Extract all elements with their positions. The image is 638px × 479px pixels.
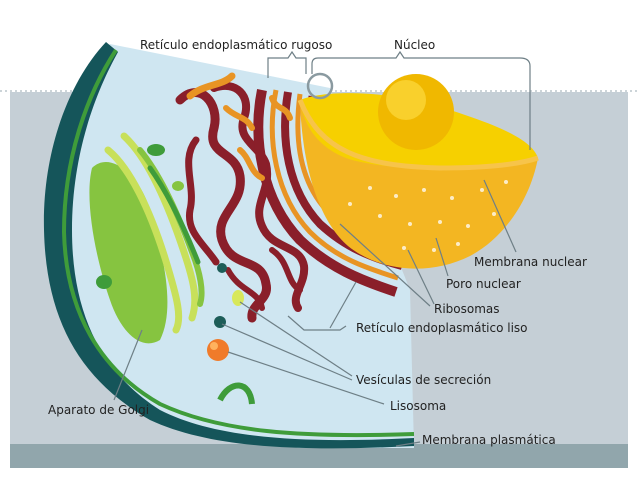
leader-nuclear-membrane: [483, 179, 517, 253]
plasma-membrane-outer: [43, 42, 415, 449]
rer-tubule: [175, 88, 271, 323]
rer-sheet: [269, 89, 399, 281]
rer-bracket: [267, 50, 307, 78]
small-vesicle: [217, 263, 227, 273]
leader-vesicle-1: [239, 301, 353, 377]
nuclear-membrane-edge: [297, 99, 539, 171]
nucleus-bracket: [311, 50, 531, 150]
rer-fragment: [186, 72, 236, 100]
highlight-circle: [306, 72, 334, 100]
leader-ser: [329, 281, 357, 329]
label-ribosomes: Ribosomas: [434, 302, 500, 316]
ser-tubule: [225, 267, 265, 311]
leader-ribosomes-1: [339, 223, 431, 307]
nucleolus-highlight: [386, 80, 426, 120]
lysosome-highlight: [210, 342, 218, 350]
rer-fragment: [223, 105, 255, 131]
rer-fragment: [237, 147, 265, 181]
nucleus: [297, 74, 539, 269]
label-ser: Retículo endoplasmático liso: [356, 321, 528, 335]
rer-tubule: [210, 82, 309, 312]
label-plasma-membrane: Membrana plasmática: [422, 433, 556, 447]
nuclear-pores: [348, 180, 508, 252]
leader-ribosomes-2: [407, 249, 435, 305]
rer-sheet: [253, 89, 398, 297]
plasma-membrane-vesicle: [217, 382, 255, 405]
slide-right-margin: [628, 92, 638, 468]
golgi-cisterna: [147, 165, 201, 265]
label-lysosome: Lisosoma: [390, 399, 446, 413]
label-golgi: Aparato de Golgi: [48, 403, 149, 417]
leader-nuclear-pore: [435, 237, 449, 277]
ser-tubule: [269, 247, 303, 293]
leader-lysosome: [227, 351, 385, 405]
rer-fragment: [269, 95, 293, 121]
lysosome: [207, 339, 229, 361]
plasma-membrane-inner: [61, 48, 415, 438]
slide-left-margin: [0, 92, 10, 468]
label-nuclear-membrane: Membrana nuclear: [474, 255, 587, 269]
leader-lines: [113, 50, 531, 447]
golgi-cisterna: [120, 132, 199, 322]
leader-plasma-membrane: [395, 441, 421, 447]
label-nucleus: Núcleo: [394, 38, 435, 52]
label-nuclear-pore: Poro nuclear: [446, 277, 521, 291]
label-rer: Retículo endoplasmático rugoso: [140, 38, 332, 52]
leader-golgi: [113, 329, 143, 401]
label-secretory-vesicles: Vesículas de secreción: [356, 373, 491, 387]
leader-vesicle-2: [221, 323, 353, 381]
rer-tubule: [185, 136, 220, 266]
golgi-apparatus: [89, 132, 205, 344]
ser-bracket: [287, 315, 347, 331]
golgi-cisterna: [104, 146, 183, 334]
secretory-vesicle-dark: [214, 316, 226, 328]
golgi-vesicle: [172, 181, 184, 191]
golgi-vesicle: [96, 275, 112, 289]
golgi-vesicle: [147, 144, 165, 156]
